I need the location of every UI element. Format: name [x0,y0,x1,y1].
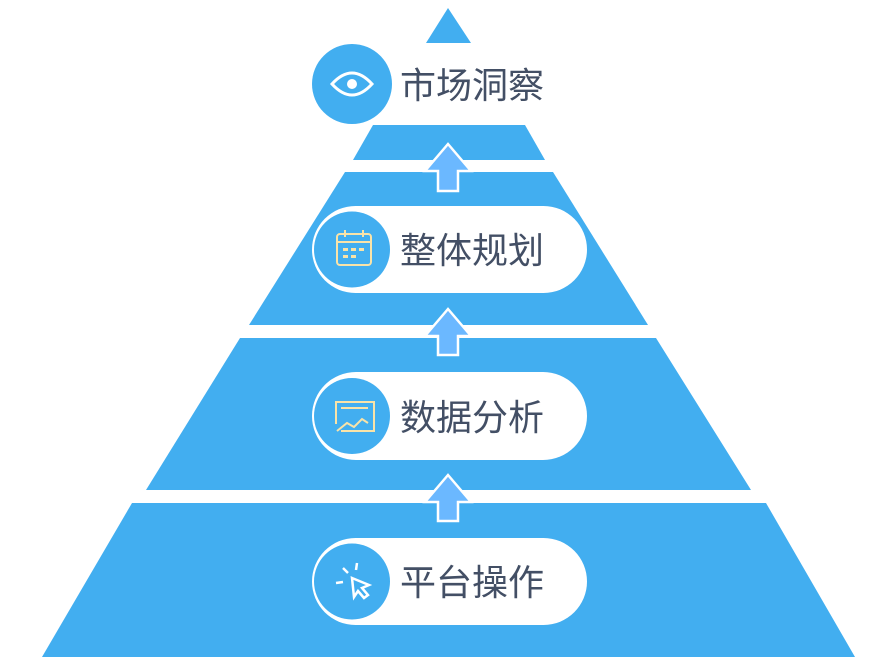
arrow-up-icon [422,473,474,523]
eye-icon [329,71,375,97]
arrow-up-icon [422,142,474,193]
pyramid-apex [426,8,471,43]
level-platform-operation: 平台操作 [312,538,587,625]
arrow-up-icon [422,307,474,357]
calendar-icon [336,230,372,266]
level-data-analysis: 数据分析 [312,372,587,460]
level-overall-planning: 整体规划 [312,206,587,293]
level-label: 数据分析 [400,398,544,439]
pyramid-band-1 [353,125,545,160]
level-label: 整体规划 [400,231,544,272]
chart-window-icon [335,401,375,432]
level-label: 市场洞察 [400,66,544,107]
cursor-click-icon [335,562,373,601]
level-label: 平台操作 [400,563,544,604]
level-market-insight: 市场洞察 [312,44,544,124]
